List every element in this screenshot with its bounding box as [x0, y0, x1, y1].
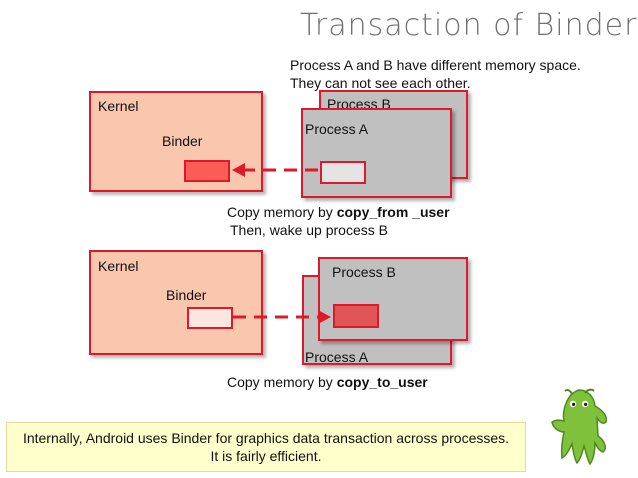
top-note: Process A and B have different memory sp…	[290, 56, 581, 92]
banner-line2: It is fairly efficient.	[210, 448, 322, 464]
process-b-box-2: Process B	[318, 257, 468, 341]
caption-1-line2: Then, wake up process B	[230, 222, 388, 238]
arrow-binder-to-process-b	[233, 310, 331, 324]
binder-label-1: Binder	[162, 133, 203, 149]
caption-1-prefix: Copy memory by	[227, 204, 337, 220]
caption-2: Copy memory by copy_to_user	[227, 373, 428, 391]
process-a-label-1: Process A	[305, 121, 369, 137]
caption-1-function: copy_from _user	[336, 204, 450, 220]
kernel-label-1: Kernel	[98, 98, 139, 114]
android-mascot-icon	[551, 388, 608, 466]
binder-buffer-1	[184, 160, 230, 182]
arrow-process-a-to-binder	[232, 163, 318, 177]
kernel-label-2: Kernel	[98, 258, 139, 274]
binder-buffer-2	[187, 307, 233, 329]
process-a-box-1: Process A	[301, 108, 452, 198]
summary-banner: Internally, Android uses Binder for grap…	[6, 422, 526, 472]
process-b-buffer-2	[333, 304, 379, 328]
caption-1: Copy memory by copy_from _user Then, wak…	[227, 203, 450, 239]
process-a-label-2: Process A	[305, 349, 369, 365]
process-b-label-2: Process B	[332, 264, 396, 280]
page-title: Transaction of Binder	[300, 8, 638, 43]
top-note-line2: They can not see each other.	[290, 75, 471, 91]
kernel-box-1: Kernel Binder	[89, 91, 263, 192]
process-a-buffer-1	[320, 161, 366, 184]
binder-label-2: Binder	[166, 287, 207, 303]
kernel-box-2: Kernel Binder	[89, 250, 263, 355]
caption-2-prefix: Copy memory by	[227, 374, 337, 390]
top-note-line1: Process A and B have different memory sp…	[290, 57, 581, 73]
banner-line1: Internally, Android uses Binder for grap…	[22, 430, 510, 446]
caption-2-function: copy_to_user	[336, 374, 428, 390]
